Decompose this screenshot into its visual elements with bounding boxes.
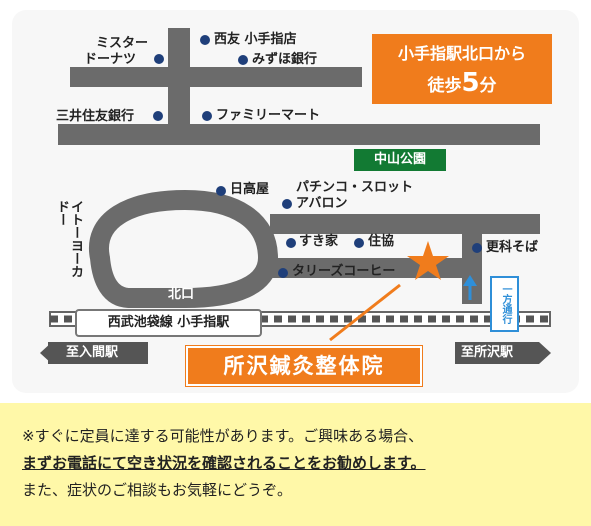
label-sarashina: 更科そば [486,240,539,255]
arrow-left-icon [40,342,52,364]
station-rotary [88,189,279,308]
label-mizuho: みずほ銀行 [252,52,318,67]
one-way-sign: 一方通行 [490,276,519,332]
route-line [329,283,401,342]
marker-dot-icon [200,35,210,45]
label-itoyokado: イトーヨーカドー [54,200,83,278]
callout-prefix: 徒歩 [427,76,462,96]
arrow-right-icon [539,342,551,364]
road-east [270,214,540,234]
clinic-star-icon [407,241,449,280]
label-hidakaya: 日高屋 [230,182,270,197]
marker-dot-icon [153,111,163,121]
direction-right: 至所沢駅 [455,342,539,364]
label-mister-donut-1: ミスター [96,36,149,51]
walk-time-callout: 小手指駅北口から 徒歩5分 [372,34,552,104]
label-north-exit: 北口 [168,287,195,302]
arrow-up-icon [463,275,477,286]
label-pachinko-2: アバロン [296,196,348,211]
notice-line2: まずお電話にて空き状況を確認されることをお勧めします。 [22,454,426,472]
marker-dot-icon [472,243,482,253]
direction-left-text: 至入間駅 [66,345,119,360]
marker-dot-icon [216,186,226,196]
marker-dot-icon [278,268,288,278]
callout-suffix: 分 [479,76,497,96]
direction-right-text: 至所沢駅 [461,345,514,360]
marker-dot-icon [202,111,212,121]
marker-dot-icon [354,238,364,248]
label-familymart: ファミリーマート [216,108,321,123]
label-smbc: 三井住友銀行 [56,109,135,124]
label-seiyu: 西友 小手指店 [214,32,297,47]
marker-dot-icon [238,55,248,65]
station-label: 西武池袋線 小手指駅 [75,309,262,337]
marker-dot-icon [154,54,164,64]
label-sumikyo: 住協 [368,234,395,249]
road-top [70,67,362,87]
callout-line1: 小手指駅北口から [397,44,526,63]
park-label: 中山公園 [354,149,446,171]
road-network [49,28,551,342]
marker-dot-icon [286,238,296,248]
road-main [58,124,540,145]
callout-number: 5 [461,68,480,98]
label-tullys: タリーズコーヒー [292,264,396,279]
notice-line3: また、症状のご相談もお気軽にどうぞ。 [22,481,293,499]
marker-dot-icon [282,199,292,209]
notice-line1: ※すぐに定員に達する可能性があります。ご興味ある場合、 [22,427,424,445]
label-sukiya: すき家 [299,234,339,249]
clinic-label: 所沢鍼灸整体院 [186,346,422,386]
callout-line2: 徒歩5分 [372,68,552,98]
road-vertical [168,28,190,128]
notice-box: ※すぐに定員に達する可能性があります。ご興味ある場合、 まずお電話にて空き状況を… [0,403,591,526]
label-mister-donut-2: ドーナツ [84,52,137,67]
label-pachinko-1: パチンコ・スロット [296,180,414,195]
direction-left: 至入間駅 [48,342,148,364]
